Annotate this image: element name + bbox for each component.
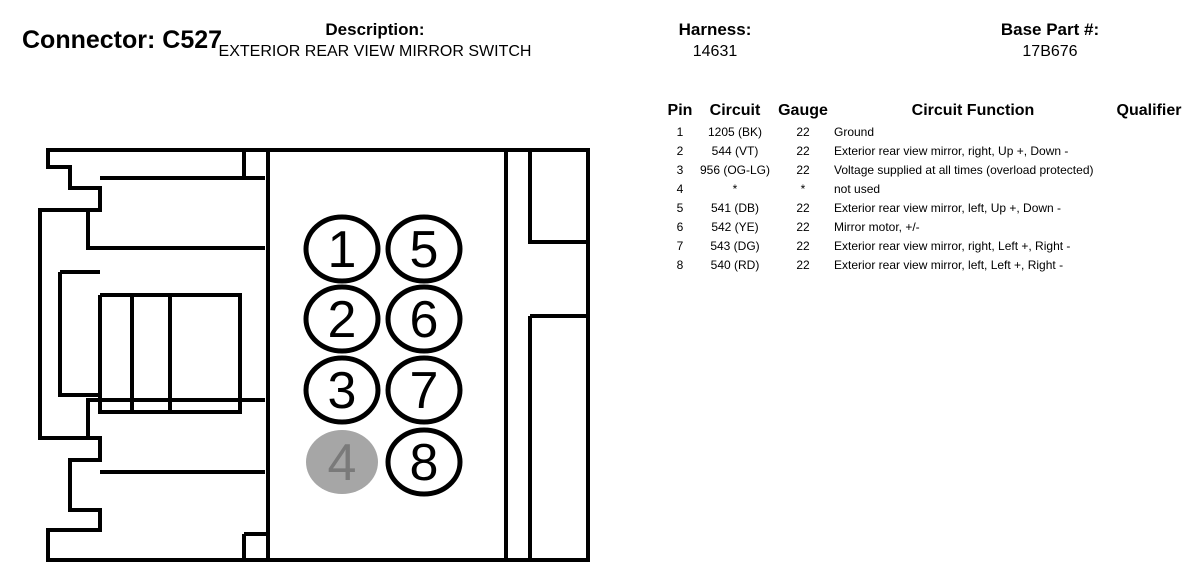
cell-pin: 2 xyxy=(676,143,684,158)
pinout-table: Pin Circuit Gauge Circuit Function Quali… xyxy=(664,100,1184,274)
pin-cavity-circle xyxy=(385,214,463,284)
pin-cavity-circle xyxy=(385,427,463,497)
pin-cavity-4: 4 xyxy=(306,430,378,494)
cell-pin: 5 xyxy=(676,200,684,215)
pin-cavity-8: 8 xyxy=(385,427,463,497)
cell-circuit: 540 (RD) xyxy=(710,257,760,272)
table-row: 1 1205 (BK) 22 Ground xyxy=(664,122,1184,141)
connector-left-recess xyxy=(58,270,242,414)
connector-title: Connector: C527 xyxy=(22,26,223,54)
cell-qualifier xyxy=(1114,179,1184,198)
harness-label: Harness: xyxy=(678,20,752,39)
description-value: EXTERIOR REAR VIEW MIRROR SWITCH xyxy=(218,43,532,60)
cell-circuit: 1205 (BK) xyxy=(707,124,763,139)
cell-circuit: 541 (DB) xyxy=(710,200,760,215)
cell-pin: 4 xyxy=(676,181,684,196)
col-header-circuit: Circuit xyxy=(709,102,761,119)
pin-number-label: 8 xyxy=(410,434,439,492)
cell-qualifier xyxy=(1114,160,1184,179)
cell-function: not used xyxy=(834,181,881,196)
pin-cavity-6: 6 xyxy=(385,284,463,354)
pin-number-label: 1 xyxy=(328,221,357,279)
cell-qualifier xyxy=(1114,141,1184,160)
cell-gauge: 22 xyxy=(796,238,810,253)
cell-pin: 1 xyxy=(676,124,684,139)
cell-pin: 8 xyxy=(676,257,684,272)
cell-function: Exterior rear view mirror, right, Left +… xyxy=(834,238,1071,253)
cell-qualifier xyxy=(1114,122,1184,141)
pin-cavity-2: 2 xyxy=(303,284,381,354)
pin-number-label: 4 xyxy=(328,434,357,492)
description-label: Description: xyxy=(325,20,425,39)
cell-circuit: 544 (VT) xyxy=(711,143,759,158)
connector-cavity-divider xyxy=(242,150,268,560)
cell-qualifier xyxy=(1114,255,1184,274)
cell-gauge: 22 xyxy=(796,257,810,272)
cell-gauge: 22 xyxy=(796,200,810,215)
table-row: 6 542 (YE) 22 Mirror motor, +/- xyxy=(664,217,1184,236)
table-row: 2 544 (VT) 22 Exterior rear view mirror,… xyxy=(664,141,1184,160)
cell-function: Exterior rear view mirror, left, Left +,… xyxy=(834,257,1064,272)
cell-function: Voltage supplied at all times (overload … xyxy=(834,162,1094,177)
col-header-pin: Pin xyxy=(667,102,693,119)
pin-cavity-3: 3 xyxy=(303,355,381,425)
cell-gauge: 22 xyxy=(796,162,810,177)
cell-gauge: 22 xyxy=(796,124,810,139)
cell-circuit: 542 (YE) xyxy=(711,219,759,234)
pin-cavity-circle xyxy=(385,284,463,354)
pin-number-label: 2 xyxy=(328,291,357,349)
pin-cavity-circle xyxy=(303,355,381,425)
pin-number-label: 5 xyxy=(410,221,439,279)
cell-gauge: 22 xyxy=(796,143,810,158)
pin-cavity-circle xyxy=(306,430,378,494)
connector-latch-left xyxy=(86,176,265,474)
cell-function: Ground xyxy=(834,124,875,139)
pin-number-label: 3 xyxy=(328,362,357,420)
pin-cavity-circle xyxy=(303,284,381,354)
cell-gauge: 22 xyxy=(796,219,810,234)
col-header-gauge: Gauge xyxy=(778,102,828,119)
base-part-value: 17B676 xyxy=(1022,43,1078,60)
pin-cavity-circle xyxy=(385,355,463,425)
cell-circuit: 543 (DG) xyxy=(710,238,760,253)
cell-qualifier xyxy=(1114,217,1184,236)
pin-cavity-7: 7 xyxy=(385,355,463,425)
cell-pin: 7 xyxy=(676,238,684,253)
table-row: 8 540 (RD) 22 Exterior rear view mirror,… xyxy=(664,255,1184,274)
table-row: 5 541 (DB) 22 Exterior rear view mirror,… xyxy=(664,198,1184,217)
base-part-label: Base Part #: xyxy=(1000,20,1100,39)
table-row: 3 956 (OG-LG) 22 Voltage supplied at all… xyxy=(664,160,1184,179)
pin-cavity-circle xyxy=(303,214,381,284)
pin-cavity-5: 5 xyxy=(385,214,463,284)
cell-qualifier xyxy=(1114,198,1184,217)
pinout-header-row: Pin Circuit Gauge Circuit Function Quali… xyxy=(664,100,1184,122)
col-header-circuit-function: Circuit Function xyxy=(911,102,1035,119)
connector-cavity-block xyxy=(266,148,508,562)
pin-number-label: 7 xyxy=(410,362,439,420)
harness-value: 14631 xyxy=(692,43,738,60)
pin-number-label: 6 xyxy=(410,291,439,349)
cell-circuit: * xyxy=(732,181,738,196)
table-row: 7 543 (DG) 22 Exterior rear view mirror,… xyxy=(664,236,1184,255)
connector-right-key xyxy=(504,150,588,560)
cell-function: Mirror motor, +/- xyxy=(834,219,920,234)
cell-gauge: * xyxy=(800,181,806,196)
cell-pin: 6 xyxy=(676,219,684,234)
table-row: 4 * * not used xyxy=(664,179,1184,198)
cell-pin: 3 xyxy=(676,162,684,177)
cell-qualifier xyxy=(1114,236,1184,255)
cell-circuit: 956 (OG-LG) xyxy=(699,162,771,177)
col-header-qualifier: Qualifier xyxy=(1116,102,1182,119)
connector-housing-outline xyxy=(38,148,590,562)
pin-cavity-1: 1 xyxy=(303,214,381,284)
cell-function: Exterior rear view mirror, left, Up +, D… xyxy=(834,200,1062,215)
cell-function: Exterior rear view mirror, right, Up +, … xyxy=(834,143,1069,158)
